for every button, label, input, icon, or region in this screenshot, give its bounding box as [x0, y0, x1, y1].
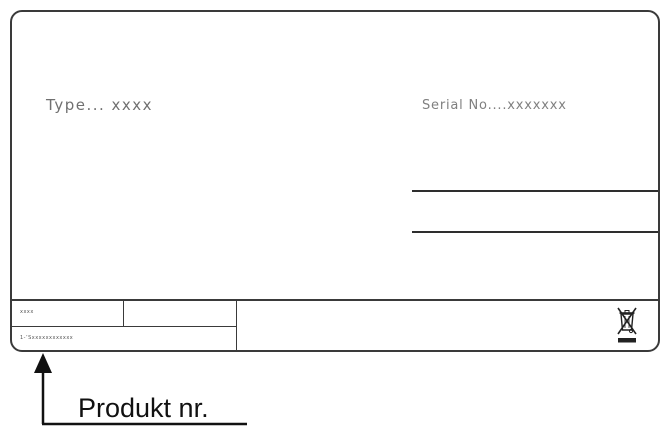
- arrow-head: [34, 353, 52, 373]
- blank-line-2: [412, 231, 658, 233]
- type-field: Type... xxxx: [46, 96, 154, 114]
- rating-plate: Type... xxxx Serial No....xxxxxxx xxxx 1…: [10, 10, 660, 352]
- blank-line-1: [412, 190, 658, 192]
- small-code-cell: xxxx: [20, 309, 34, 315]
- cell-divider: [123, 301, 124, 326]
- cell-divider: [236, 301, 237, 350]
- product-number-cell: 1-’Sxxxxxxxxxxxx: [20, 335, 74, 341]
- bottom-strip: xxxx 1-’Sxxxxxxxxxxxx: [12, 299, 658, 350]
- cell-divider: [12, 326, 237, 327]
- crossed-out-wheelie-bin-icon: [617, 307, 637, 343]
- caption-label: Produkt nr.: [78, 393, 209, 423]
- serial-number-field: Serial No....xxxxxxx: [422, 98, 567, 113]
